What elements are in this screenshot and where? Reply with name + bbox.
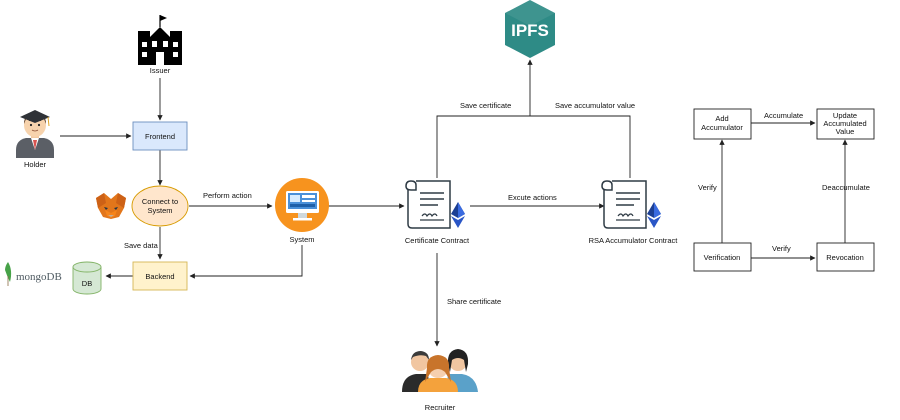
label-deaccumulate: Deaccumulate bbox=[822, 183, 870, 192]
holder-node: Holder bbox=[16, 110, 54, 169]
db-label: DB bbox=[82, 279, 92, 288]
label-perform-action: Perform action bbox=[203, 191, 252, 200]
add-accumulator-rect bbox=[693, 108, 752, 140]
revocation-box[interactable]: Revocation bbox=[816, 242, 875, 272]
verification-box[interactable]: Verification bbox=[693, 242, 752, 272]
issuer-node: Issuer bbox=[138, 15, 182, 75]
frontend-rect bbox=[132, 121, 188, 151]
label-share-certificate: Share certificate bbox=[447, 297, 501, 306]
revocation-label: Revocation bbox=[826, 253, 864, 262]
ipfs-label: IPFS bbox=[511, 21, 549, 40]
connect-ellipse bbox=[131, 185, 189, 227]
certificate-contract-label: Certificate Contract bbox=[405, 236, 470, 245]
mongodb-leaf-icon bbox=[5, 262, 12, 282]
label-excute-actions: Excute actions bbox=[508, 193, 557, 202]
system-label: System bbox=[289, 235, 314, 244]
recruiter-people-icon bbox=[402, 349, 478, 392]
update-accumulated-rect bbox=[816, 108, 875, 140]
backend-label: Backend bbox=[145, 272, 174, 281]
update-accumulated-value-box[interactable]: Update Accumulated Value bbox=[816, 108, 875, 140]
label-save-accumulator: Save accumulator value bbox=[555, 101, 635, 110]
add-accumulator-line2: Accumulator bbox=[701, 123, 743, 132]
school-icon bbox=[138, 15, 182, 65]
update-line1: Update bbox=[833, 111, 857, 120]
ipfs-node: IPFS bbox=[505, 0, 555, 58]
db-node[interactable]: DB bbox=[72, 261, 102, 295]
contract-scroll-icon bbox=[405, 180, 451, 229]
edge-certificate-ipfs bbox=[436, 59, 533, 178]
recruiter-label: Recruiter bbox=[425, 403, 456, 412]
mongodb-wordmark: mongoDB bbox=[16, 271, 62, 283]
db-cylinder-body bbox=[72, 267, 102, 295]
label-save-certificate: Save certificate bbox=[460, 101, 511, 110]
edge-labels: Perform action Save data Save certificat… bbox=[124, 101, 870, 306]
graduate-icon bbox=[16, 110, 54, 158]
issuer-label: Issuer bbox=[150, 66, 171, 75]
system-computer-icon bbox=[275, 178, 329, 232]
system-node: System bbox=[275, 178, 329, 244]
update-line2: Accumulated bbox=[823, 119, 866, 128]
verification-rect bbox=[693, 242, 752, 272]
label-accumulate: Accumulate bbox=[764, 111, 803, 120]
certificate-contract-node: Certificate Contract bbox=[405, 180, 470, 245]
backend-rect bbox=[132, 261, 188, 291]
mongodb-logo: mongoDB bbox=[5, 262, 62, 286]
verification-label: Verification bbox=[704, 253, 741, 262]
label-verify-top: Verify bbox=[698, 183, 717, 192]
metamask-fox-icon bbox=[96, 193, 126, 219]
edges bbox=[60, 59, 848, 347]
update-line3: Value bbox=[836, 127, 855, 136]
connect-label-line1: Connect to bbox=[142, 197, 178, 206]
label-save-data: Save data bbox=[124, 241, 159, 250]
ethereum-icon bbox=[451, 202, 465, 228]
holder-label: Holder bbox=[24, 160, 47, 169]
contract-scroll-icon bbox=[601, 180, 647, 229]
add-accumulator-box[interactable]: Add Accumulator bbox=[693, 108, 752, 140]
db-cylinder-top bbox=[72, 261, 102, 273]
edge-system-backend bbox=[189, 245, 303, 279]
ipfs-hexagon-icon bbox=[505, 0, 555, 58]
rsa-contract-label: RSA Accumulator Contract bbox=[589, 236, 679, 245]
rsa-accumulator-contract-node: RSA Accumulator Contract bbox=[589, 180, 679, 245]
frontend-label: Frontend bbox=[145, 132, 175, 141]
ethereum-icon bbox=[647, 202, 661, 228]
edge-rsa-ipfs bbox=[530, 115, 631, 178]
connect-to-system-node[interactable]: Connect to System bbox=[131, 185, 189, 227]
label-verify-bottom: Verify bbox=[772, 244, 791, 253]
connect-label-line2: System bbox=[147, 206, 172, 215]
recruiter-node: Recruiter bbox=[402, 349, 478, 412]
backend-box[interactable]: Backend bbox=[132, 261, 188, 291]
revocation-rect bbox=[816, 242, 875, 272]
add-accumulator-line1: Add bbox=[715, 114, 728, 123]
frontend-box[interactable]: Frontend bbox=[132, 121, 188, 151]
